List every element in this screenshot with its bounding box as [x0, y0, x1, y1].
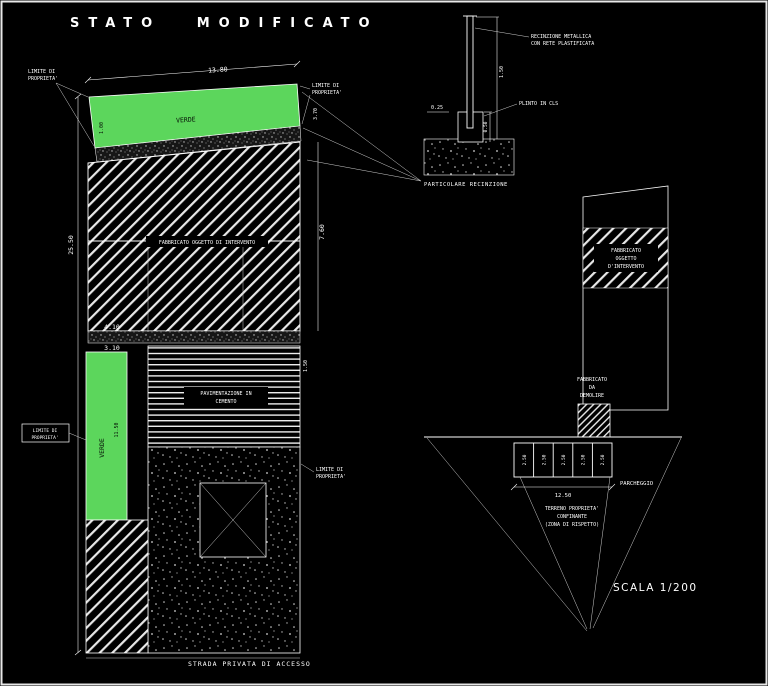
limite-topleft-line1: LIMITE DI [28, 69, 55, 75]
dim-left-overall: 25.50 [67, 235, 75, 255]
boundary-band [94, 125, 302, 163]
fence-post [466, 15, 474, 129]
dim-tick [74, 93, 82, 100]
label-knockout [594, 244, 658, 272]
dim-top-width: 13.80 [208, 65, 228, 74]
site-plan: 13.80 1.00 VERDE 11.80 FABBRICATO OGGETT… [21, 60, 422, 668]
dim-plinth-depth: 0.50 [483, 121, 489, 132]
stall-dim: 2.50 [600, 454, 606, 465]
elevation-detail: FABBRICATO OGGETTO D'INTERVENTO FABBRICA… [577, 185, 669, 438]
dim-wall-offset: 4.10 [104, 323, 120, 331]
detail-leader-line [302, 127, 422, 182]
terrain-note-line2: CONFINANTE [557, 514, 587, 520]
pavement-label-line2: CEMENTO [215, 399, 236, 405]
limite-rightmid-line1: LIMITE DI [316, 467, 343, 473]
leader-line [55, 82, 89, 98]
dim-fence-height: 1.50 [499, 66, 505, 78]
fence-detail-caption: PARTICOLARE RECINZIONE [424, 182, 508, 188]
terrain-note-line1: TERRENO PROPRIETA' [545, 506, 599, 512]
dim-plinth-width: 0.25 [431, 105, 443, 111]
parking-stalls-outline [513, 442, 613, 478]
detail-leader-line [301, 91, 422, 182]
limite-rightmid-line2: PROPRIETA' [316, 474, 346, 480]
boundary-fan-line [426, 437, 588, 632]
dim-tick [293, 60, 301, 68]
demolish-label-line2: DA [589, 385, 595, 391]
limite-topleft-line2: PROPRIETA' [28, 76, 58, 82]
elevation-label-line1: FABBRICATO [611, 248, 641, 254]
boundary-fan-line [592, 437, 682, 629]
elevation-label-line3: D'INTERVENTO [608, 264, 644, 270]
detail-leader-line [306, 159, 422, 182]
limite-left-line1: LIMITE DI [33, 428, 58, 434]
terrain-note-line3: (ZONA DI RISPETTO) [545, 522, 599, 528]
dim-tick [510, 483, 518, 491]
pavement-label-line1: PAVIMENTAZIONE IN [200, 391, 251, 397]
fence-detail: 1.50 0.50 0.25 RECINZIONE METALLICA CON … [423, 15, 594, 188]
verde-strip-label: VERDE [98, 438, 106, 458]
dim-tick [608, 483, 616, 491]
stall-dim: 2.50 [561, 454, 567, 465]
boundary-fan-line [589, 476, 611, 630]
dim-tick [84, 76, 92, 84]
label-knockout [146, 236, 268, 247]
elevation-label-line2: OGGETTO [615, 256, 636, 262]
dim-green-strip-length: 11.50 [114, 422, 120, 437]
left-hatched-strip [85, 519, 149, 654]
limite-topright-line2: PROPRIETA' [312, 90, 342, 96]
dim-line-top [87, 63, 298, 81]
parking-label: PARCHEGGIO [620, 481, 653, 487]
stall-dim: 2.50 [541, 454, 547, 465]
fence-label-line2: CON RETE PLASTIFICATA [531, 41, 594, 47]
ground-section [423, 138, 515, 176]
road-caption: STRADA PRIVATA DI ACCESSO [188, 660, 311, 668]
page-title: STATO MODIFICATO [70, 16, 379, 31]
limite-left-line2: PROPRIETA' [31, 435, 58, 441]
leader-line [299, 85, 311, 90]
leader-line [68, 432, 87, 441]
demolish-label-line3: DEMOLIRE [580, 393, 604, 399]
dim-pavement-right: 1.50 [303, 360, 309, 372]
scale-label: SCALA 1/200 [613, 582, 698, 594]
dim-parking-total: 12.50 [555, 493, 572, 499]
verde-top-label: VERDE [176, 115, 196, 124]
leader-line [301, 94, 311, 125]
leader-line [474, 27, 530, 38]
elevation-outline [582, 185, 669, 411]
parking-detail: 2.50 2.50 2.50 2.50 2.50 12.50 PARCHEGGI… [424, 436, 682, 632]
leader-line [55, 82, 95, 147]
fence-label-line1: RECINZIONE METALLICA [531, 34, 591, 40]
demolish-label-line1: FABBRICATO [577, 377, 607, 383]
green-area-strip [85, 351, 128, 521]
label-knockout [184, 387, 268, 407]
leader-line [483, 103, 518, 117]
dim-tick [74, 649, 82, 656]
wall-band [87, 330, 301, 344]
demolish-block [577, 403, 611, 438]
stall-dim: 2.50 [581, 454, 587, 465]
dim-green-strip-width: 3.10 [104, 344, 120, 352]
dim-green-depth: 1.00 [99, 122, 105, 134]
stall-dim: 2.50 [522, 454, 528, 465]
yard-structure-diagonal [199, 482, 267, 558]
leader-line [300, 463, 315, 473]
plinth-label: PLINTO IN CLS [519, 101, 558, 107]
dim-right-mid: 7.60 [318, 224, 326, 240]
dim-right-depth: 3.70 [313, 108, 319, 120]
boundary-fan-line [519, 476, 588, 630]
limite-topright-line1: LIMITE DI [312, 83, 339, 89]
building-label: FABBRICATO OGGETTO DI INTERVENTO [159, 240, 255, 246]
